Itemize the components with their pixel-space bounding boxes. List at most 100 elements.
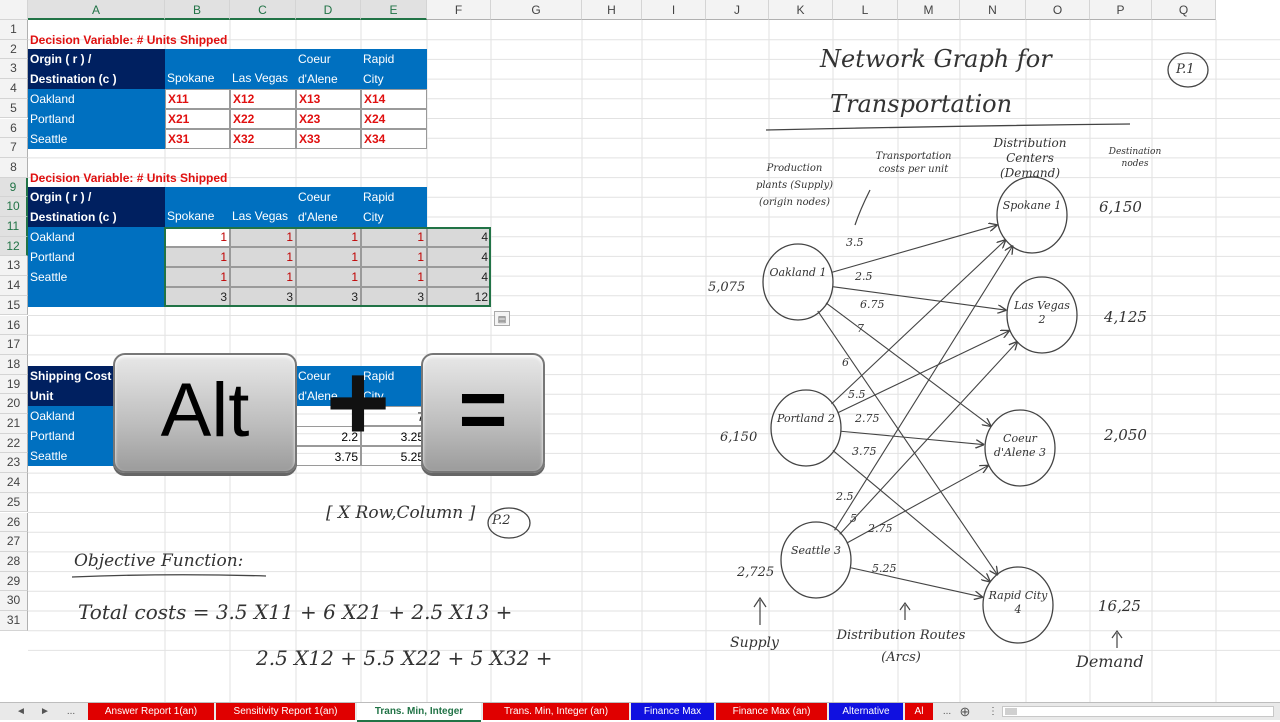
sheet-tab[interactable]: Al xyxy=(905,703,933,720)
row-header[interactable]: 8 xyxy=(0,157,28,178)
column-header[interactable]: Q xyxy=(1152,0,1216,20)
row-header[interactable]: 24 xyxy=(0,473,28,493)
table1-var-cell[interactable]: X21 xyxy=(165,109,230,129)
column-header[interactable]: N xyxy=(960,0,1026,20)
column-header[interactable]: M xyxy=(898,0,960,20)
row-header[interactable]: 2 xyxy=(0,39,28,60)
column-header[interactable]: D xyxy=(296,0,361,20)
row-header[interactable]: 4 xyxy=(0,79,28,99)
row-header[interactable]: 29 xyxy=(0,571,28,592)
sheet-tab[interactable]: Finance Max xyxy=(631,703,714,720)
table2-value-cell[interactable]: 1 xyxy=(361,227,427,247)
row-header[interactable]: 15 xyxy=(0,295,28,316)
quick-analysis-icon[interactable]: ▤ xyxy=(494,311,510,326)
sheet-tab[interactable]: Finance Max (an) xyxy=(716,703,827,720)
column-header[interactable]: L xyxy=(833,0,898,20)
column-header[interactable]: G xyxy=(491,0,582,20)
network-node: Seattle 3 xyxy=(791,544,841,557)
column-header[interactable]: A xyxy=(28,0,165,20)
table2-value-cell[interactable]: 4 xyxy=(427,227,491,247)
column-header[interactable]: E xyxy=(361,0,427,20)
table2-value-cell[interactable]: 1 xyxy=(230,227,296,247)
column-header[interactable]: J xyxy=(706,0,769,20)
row-header[interactable]: 14 xyxy=(0,276,28,296)
row-header[interactable]: 21 xyxy=(0,414,28,434)
more-tabs-button[interactable]: ... xyxy=(942,706,952,717)
column-header[interactable]: B xyxy=(165,0,230,20)
row-header[interactable]: 1 xyxy=(0,20,28,40)
table1-var-cell[interactable]: X31 xyxy=(165,129,230,149)
table1-var-cell[interactable]: X13 xyxy=(296,89,361,109)
row-header[interactable]: 27 xyxy=(0,532,28,552)
column-header[interactable]: I xyxy=(642,0,706,20)
row-header[interactable]: 26 xyxy=(0,512,28,533)
row-header[interactable]: 17 xyxy=(0,335,28,355)
row-header[interactable]: 20 xyxy=(0,394,28,414)
table2-value-cell[interactable]: 4 xyxy=(427,267,491,287)
select-all-corner[interactable] xyxy=(0,0,28,20)
table2-value-cell[interactable]: 1 xyxy=(296,267,361,287)
table2-value-cell[interactable]: 1 xyxy=(230,267,296,287)
table2-value-cell[interactable]: 1 xyxy=(361,247,427,267)
column-header[interactable]: P xyxy=(1090,0,1152,20)
column-header[interactable]: F xyxy=(427,0,491,20)
row-header[interactable]: 9 xyxy=(0,177,28,198)
table1-var-cell[interactable]: X32 xyxy=(230,129,296,149)
table2-value-cell[interactable]: 1 xyxy=(165,247,230,267)
table2-value-cell[interactable]: 3 xyxy=(165,287,230,307)
row-header[interactable]: 11 xyxy=(0,217,28,237)
row-header[interactable]: 28 xyxy=(0,551,28,572)
table1-var-cell[interactable]: X14 xyxy=(361,89,427,109)
table2-value-cell[interactable]: 1 xyxy=(361,267,427,287)
row-header[interactable]: 19 xyxy=(0,374,28,395)
table2-value-cell[interactable]: 1 xyxy=(165,267,230,287)
row-header[interactable]: 12 xyxy=(0,236,28,257)
scroll-tabs-right-icon[interactable]: ► xyxy=(40,706,50,717)
sheet-tab[interactable]: Answer Report 1(an) xyxy=(88,703,214,720)
table2-value-cell[interactable]: 1 xyxy=(296,247,361,267)
table1-var-cell[interactable]: X33 xyxy=(296,129,361,149)
row-header[interactable]: 31 xyxy=(0,611,28,631)
table2-value-cell[interactable]: 3 xyxy=(361,287,427,307)
table1-var-cell[interactable]: X34 xyxy=(361,129,427,149)
table1-var-cell[interactable]: X11 xyxy=(165,89,230,109)
row-header[interactable]: 10 xyxy=(0,197,28,217)
table1-var-cell[interactable]: X23 xyxy=(296,109,361,129)
sheet-tab[interactable]: Trans. Min, Integer xyxy=(357,703,481,722)
table2-value-cell[interactable]: 1 xyxy=(165,227,230,247)
table2-value-cell[interactable]: 3 xyxy=(230,287,296,307)
table2-value-cell[interactable]: 3 xyxy=(296,287,361,307)
table2-value-cell[interactable]: 12 xyxy=(427,287,491,307)
column-header[interactable]: K xyxy=(769,0,833,20)
table2-value-cell[interactable]: 4 xyxy=(427,247,491,267)
table1-var-cell[interactable]: X22 xyxy=(230,109,296,129)
row-header[interactable]: 13 xyxy=(0,256,28,277)
row-header[interactable]: 3 xyxy=(0,59,28,80)
column-header[interactable]: O xyxy=(1026,0,1090,20)
table2-value-cell[interactable]: 1 xyxy=(296,227,361,247)
row-header[interactable]: 18 xyxy=(0,354,28,375)
splitter-handle[interactable]: ⋮ xyxy=(988,706,998,717)
row-header[interactable]: 30 xyxy=(0,591,28,611)
scroll-tabs-left-icon[interactable]: ◄ xyxy=(16,706,26,717)
column-header[interactable]: C xyxy=(230,0,296,20)
sheet-tab[interactable]: Trans. Min, Integer (an) xyxy=(483,703,629,720)
sheet-tab[interactable]: Sensitivity Report 1(an) xyxy=(216,703,355,720)
sheet-tab[interactable]: Alternative xyxy=(829,703,903,720)
row-header[interactable]: 6 xyxy=(0,118,28,139)
table1-var-cell[interactable]: X24 xyxy=(361,109,427,129)
row-header[interactable]: 22 xyxy=(0,433,28,454)
horizontal-scrollbar[interactable] xyxy=(1002,706,1274,717)
row-header[interactable]: 7 xyxy=(0,138,28,158)
row-header[interactable]: 5 xyxy=(0,98,28,119)
table2-value-cell[interactable]: 1 xyxy=(230,247,296,267)
row-header[interactable]: 16 xyxy=(0,315,28,336)
row-header[interactable]: 25 xyxy=(0,492,28,513)
table1-var-cell[interactable]: X12 xyxy=(230,89,296,109)
new-sheet-icon[interactable]: ⊕ xyxy=(959,704,971,719)
scrollbar-thumb[interactable] xyxy=(1005,708,1017,715)
row-header[interactable]: 23 xyxy=(0,453,28,474)
more-tabs-button[interactable]: ... xyxy=(66,706,76,717)
column-header[interactable]: H xyxy=(582,0,642,20)
